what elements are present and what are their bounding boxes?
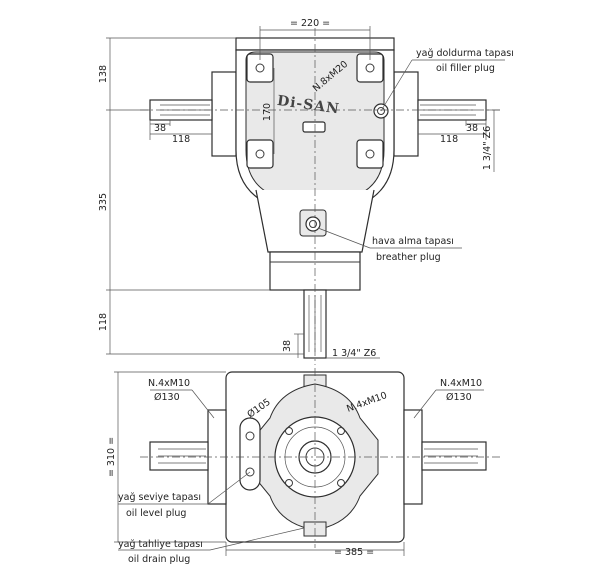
spline-bottom-dim: 1 3/4" Z6 (332, 348, 376, 359)
oil-level-callout: yağ seviye tapası oil level plug (118, 471, 251, 519)
svg-text:yağ seviye tapası: yağ seviye tapası (118, 492, 201, 503)
oil-drain-callout: yağ tahliye tapası oil drain plug (118, 527, 305, 565)
svg-text:oil level plug: oil level plug (126, 508, 186, 519)
bolt-spacing-dim: 170 (262, 103, 273, 121)
bottom-view: N.4xM10 Ø130 N.4xM10 Ø130 N.4xM10 Ø105 =… (106, 368, 500, 565)
shaft-len-left-dim: 118 (172, 134, 190, 145)
spline-bottom-len-dim: 38 (282, 340, 293, 352)
height-lower-dim: 118 (98, 313, 109, 331)
right-side-boss (393, 71, 419, 157)
dia-left-dim: Ø130 (154, 392, 180, 403)
thread-right-dim: N.4xM10 (440, 378, 482, 389)
svg-text:hava alma tapası: hava alma tapası (372, 236, 454, 247)
shaft-len-right-dim: 118 (440, 134, 458, 145)
shaft-stub-right-dim: 38 (466, 123, 478, 134)
breather-callout: hava alma tapası breather plug (317, 227, 462, 263)
svg-text:yağ doldurma tapası: yağ doldurma tapası (416, 48, 514, 59)
svg-text:breather plug: breather plug (376, 252, 441, 263)
width-dim: = 385 = (334, 547, 374, 558)
bottom-left-shaft (149, 441, 209, 471)
height-upper-dim: 138 (98, 65, 109, 83)
width-top-dim: = 220 = (290, 18, 330, 29)
dia-right-dim: Ø130 (446, 392, 472, 403)
svg-text:oil filler plug: oil filler plug (436, 63, 495, 74)
oil-filler-callout: yağ doldurma tapası oil filler plug (380, 48, 514, 112)
svg-text:oil drain plug: oil drain plug (128, 554, 190, 565)
breather-plug-icon (305, 216, 321, 232)
svg-text:yağ tahliye tapası: yağ tahliye tapası (118, 539, 203, 550)
nameplate (302, 121, 326, 133)
bottom-right-shaft (421, 441, 487, 471)
oil-level-plug-oval (239, 417, 261, 491)
top-view: Di-SAN (98, 18, 514, 365)
height-middle-dim: 335 (98, 193, 109, 211)
shaft-stub-left-dim: 38 (154, 123, 166, 134)
thread-left-dim: N.4xM10 (148, 378, 190, 389)
height-dim: = 310 = (106, 437, 117, 477)
spline-right-dim: 1 3/4" Z6 (482, 126, 493, 170)
left-side-boss (211, 71, 237, 157)
output-bore (298, 440, 332, 474)
